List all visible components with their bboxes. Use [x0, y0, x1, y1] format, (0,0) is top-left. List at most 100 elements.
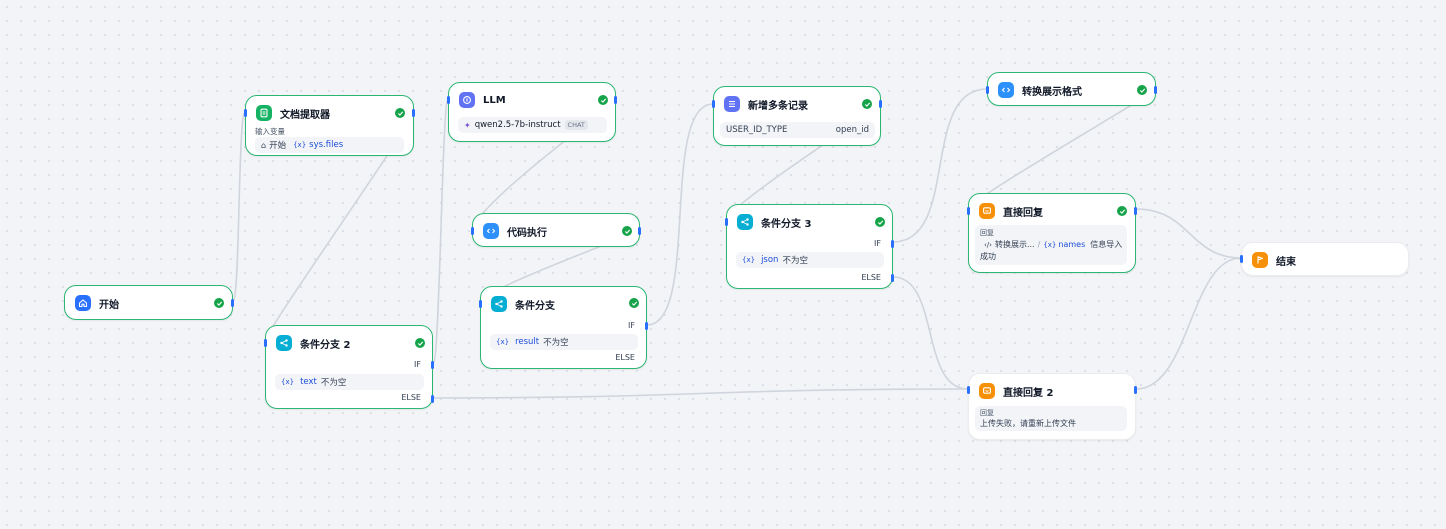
answer-node[interactable]: 直接回复 回复 ‹/› 转换展示... / {x} names 信息导入 成功: [967, 193, 1137, 273]
input-handle[interactable]: [725, 218, 728, 226]
if-label: IF: [414, 360, 421, 369]
if-handle[interactable]: [645, 322, 648, 330]
llm-node[interactable]: LLM ✦ qwen2.5-7b-instruct CHAT: [447, 82, 617, 142]
output-handle[interactable]: [1154, 86, 1157, 94]
edge-answer1-end: [1135, 208, 1242, 259]
doc-extractor-node[interactable]: 文档提取器 输入变量 ⌂ 开始 {x} sys.files: [244, 95, 415, 156]
check-circle-icon: [622, 226, 632, 236]
output-handle[interactable]: [879, 100, 882, 108]
branch-icon: [737, 214, 753, 230]
input-source: 开始: [269, 141, 287, 151]
model-provider-icon: ✦: [464, 120, 471, 130]
condition-var: json: [761, 255, 779, 265]
chat-icon: [979, 383, 995, 399]
output-handle[interactable]: [638, 227, 641, 235]
check-circle-icon: [862, 99, 872, 109]
reply-line-1: ‹/› 转换展示... / {x} names 信息导入: [984, 240, 1123, 249]
input-handle[interactable]: [1240, 255, 1243, 263]
if-else-3-node[interactable]: 条件分支 3 IF {x} json 不为空 ELSE: [725, 204, 894, 289]
node-title: 新增多条记录: [748, 100, 808, 112]
else-label: ELSE: [861, 273, 881, 282]
output-handle[interactable]: [1134, 207, 1137, 215]
input-var: sys.files: [309, 140, 344, 150]
condition-var: result: [515, 337, 540, 347]
reply-ref-1: 转换展示...: [994, 240, 1035, 249]
list-icon: [724, 96, 740, 112]
else-handle[interactable]: [431, 395, 434, 403]
reply-content[interactable]: 回复 上传失败，请重新上传文件: [975, 406, 1127, 431]
if-label: IF: [628, 321, 635, 330]
if-handle[interactable]: [431, 361, 434, 369]
edge-if1-records: [646, 103, 714, 326]
condition[interactable]: {x} json 不为空: [736, 252, 884, 268]
check-circle-icon: [214, 298, 224, 308]
condition[interactable]: {x} text 不为空: [275, 374, 424, 390]
check-circle-icon: [598, 95, 608, 105]
code-icon: [483, 223, 499, 239]
condition[interactable]: {x} result 不为空: [490, 334, 638, 350]
edge-transform-answer1: [967, 88, 1157, 210]
else-label: ELSE: [615, 353, 635, 362]
model-selector[interactable]: ✦ qwen2.5-7b-instruct CHAT: [458, 117, 607, 133]
if-else-node[interactable]: 条件分支 IF {x} result 不为空 ELSE: [479, 286, 648, 369]
home-icon: [75, 295, 91, 311]
node-title: 开始: [99, 299, 119, 311]
check-circle-icon: [629, 298, 639, 308]
input-handle[interactable]: [244, 109, 247, 117]
node-title: 转换展示格式: [1022, 86, 1082, 98]
else-label: ELSE: [401, 393, 421, 402]
else-handle[interactable]: [891, 274, 894, 282]
edge-if3-transform: [892, 88, 988, 243]
check-circle-icon: [395, 108, 405, 118]
reply-ref-2: names: [1058, 240, 1086, 249]
input-handle[interactable]: [967, 386, 970, 394]
check-circle-icon: [1117, 206, 1127, 216]
answer-2-node[interactable]: 直接回复 2 回复 上传失败，请重新上传文件: [967, 373, 1137, 440]
output-handle[interactable]: [231, 299, 234, 307]
output-handle[interactable]: [412, 109, 415, 117]
model-tag: CHAT: [564, 120, 588, 130]
output-handle[interactable]: [1134, 386, 1137, 394]
chat-icon: [979, 203, 995, 219]
node-title: 文档提取器: [280, 109, 330, 121]
model-name: qwen2.5-7b-instruct: [474, 120, 561, 130]
condition-op: 不为空: [320, 378, 347, 388]
input-variable-label: 输入变量: [255, 127, 285, 136]
edge-start-docextractor: [232, 111, 246, 302]
document-icon: [256, 105, 272, 121]
node-title: 条件分支 2: [300, 339, 351, 351]
code-icon: [998, 82, 1014, 98]
reply-text: 上传失败，请重新上传文件: [980, 419, 1076, 428]
input-handle[interactable]: [264, 339, 267, 347]
edge-if2-answer2: [432, 388, 969, 399]
input-handle[interactable]: [471, 227, 474, 235]
output-handle[interactable]: [614, 96, 617, 104]
input-handle[interactable]: [712, 100, 715, 108]
input-handle[interactable]: [447, 96, 450, 104]
input-handle[interactable]: [986, 86, 989, 94]
var-prefix: {x}: [742, 256, 756, 264]
if-else-2-node[interactable]: 条件分支 2 IF {x} text 不为空 ELSE: [264, 325, 434, 409]
node-title: 条件分支 3: [761, 218, 812, 230]
var-prefix: {x}: [293, 141, 307, 149]
if-handle[interactable]: [891, 240, 894, 248]
input-handle[interactable]: [479, 300, 482, 308]
node-title: 条件分支: [515, 300, 555, 312]
start-node[interactable]: 开始: [64, 285, 234, 320]
condition-op: 不为空: [543, 338, 569, 348]
input-variable[interactable]: ⌂ 开始 {x} sys.files: [255, 137, 404, 153]
code-node[interactable]: 代码执行: [471, 213, 641, 247]
node-title: 结束: [1276, 256, 1296, 268]
code-icon: ‹/›: [984, 240, 992, 249]
field-mapping[interactable]: USER_ID_TYPE open_id: [720, 122, 875, 138]
if-label: IF: [874, 239, 881, 248]
create-records-node[interactable]: 新增多条记录 USER_ID_TYPE open_id: [712, 86, 882, 146]
reply-content[interactable]: 回复 ‹/› 转换展示... / {x} names 信息导入 成功: [975, 225, 1127, 265]
reply-label: 回复: [980, 409, 994, 417]
branch-icon: [491, 296, 507, 312]
transform-node[interactable]: 转换展示格式: [986, 72, 1157, 106]
input-handle[interactable]: [967, 207, 970, 215]
reply-label: 回复: [980, 229, 994, 237]
end-node[interactable]: 结束: [1240, 242, 1409, 276]
